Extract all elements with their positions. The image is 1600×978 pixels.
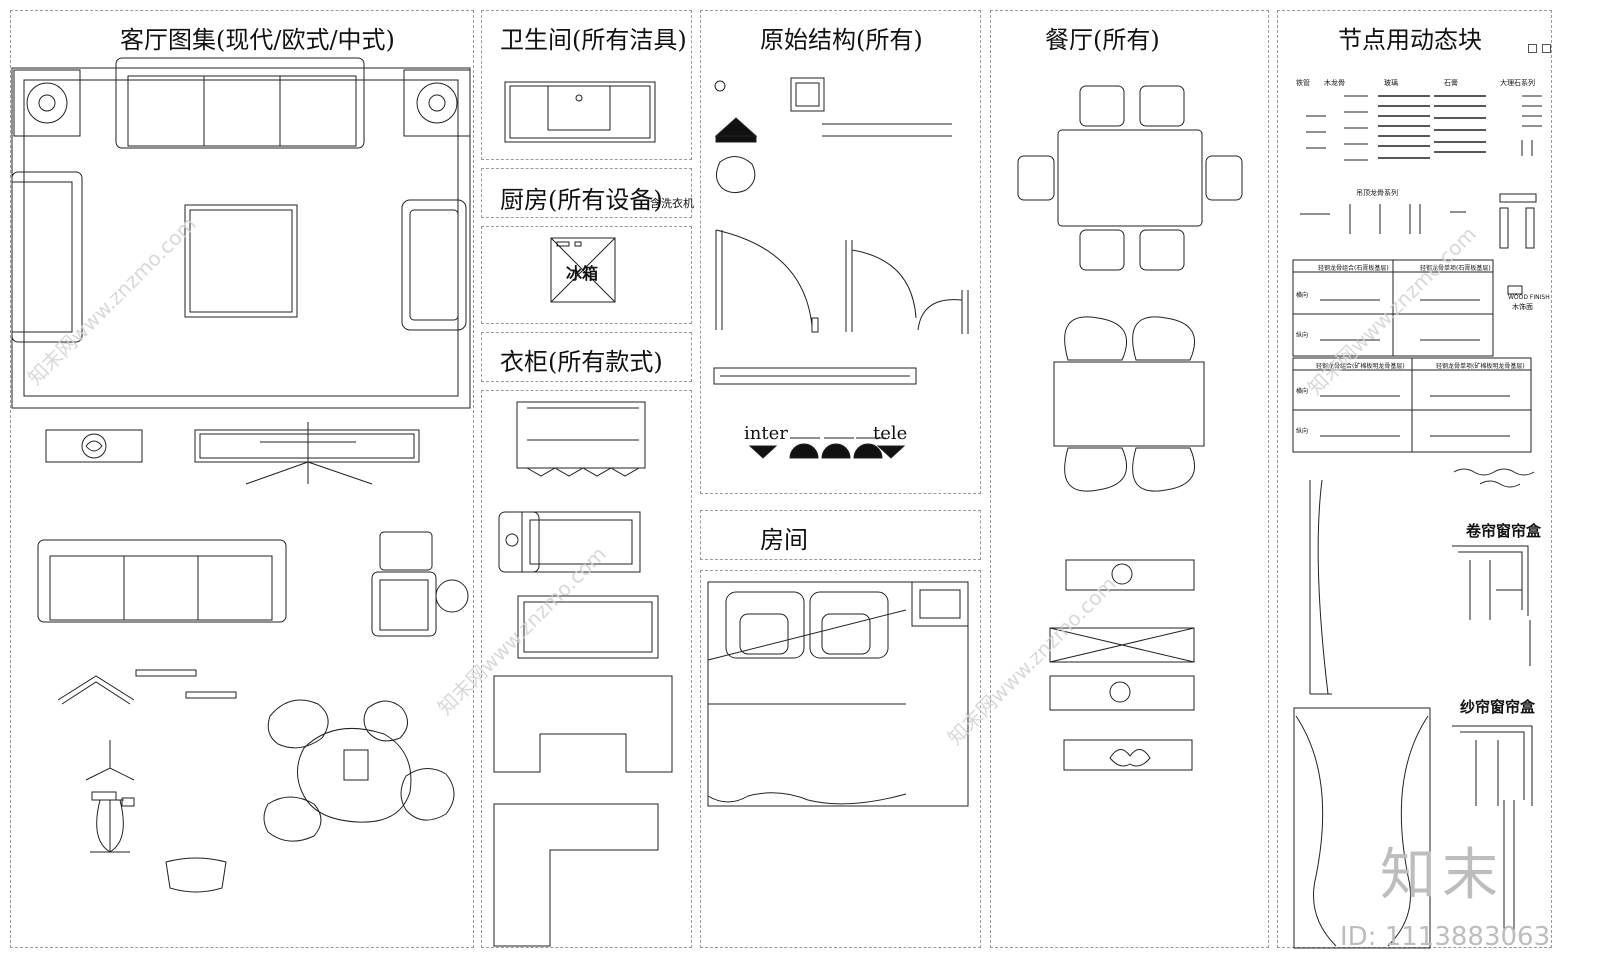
node-header-3: 玻璃 bbox=[1384, 79, 1398, 87]
table2-row-h: 横向 bbox=[1296, 388, 1309, 395]
tele-label: tele bbox=[873, 423, 908, 444]
nodes-title: 节点用动态块 bbox=[1338, 26, 1482, 54]
fridge-label: 冰箱 bbox=[566, 264, 599, 283]
table2-header-b: 轻钢龙骨单项(矿棉板明龙骨基层) bbox=[1436, 363, 1525, 370]
node-header-2: 木龙骨 bbox=[1324, 79, 1345, 87]
bath-vanity bbox=[504, 81, 656, 143]
panel-wardrobe-title bbox=[481, 332, 692, 382]
bath-title: 卫生间(所有洁具) bbox=[500, 26, 687, 54]
table2-header-a: 轻钢龙骨组合(矿棉板明龙骨基层) bbox=[1316, 363, 1405, 370]
ceiling-series-label: 吊顶龙骨系列 bbox=[1356, 189, 1398, 197]
table1-row-h: 横向 bbox=[1296, 292, 1309, 299]
table1-row-v: 纵向 bbox=[1296, 332, 1309, 339]
tv-cabinet bbox=[45, 422, 420, 485]
panel-kitchen bbox=[481, 226, 692, 324]
bed-block bbox=[707, 581, 969, 807]
panel-wardrobe bbox=[481, 390, 692, 948]
living-title: 客厅图集(现代/欧式/中式) bbox=[120, 26, 395, 54]
table1-header-a: 轻钢龙骨组合(石膏板基层) bbox=[1318, 265, 1389, 272]
dining-set bbox=[1017, 85, 1243, 771]
curtain-nodes bbox=[1293, 468, 1535, 949]
panel-room-title bbox=[700, 510, 981, 560]
sofa-2 bbox=[37, 531, 469, 637]
roller-label: 卷帘窗帘盒 bbox=[1466, 522, 1542, 540]
panel-dining bbox=[990, 10, 1269, 948]
wardrobe-title: 衣柜(所有款式) bbox=[500, 348, 663, 376]
node-header-5: 大理石系列 bbox=[1500, 79, 1535, 87]
misc-living bbox=[57, 669, 237, 893]
table1-header-b: 轻钢龙骨单项(石膏板基层) bbox=[1420, 265, 1491, 272]
node-header-4: 石膏 bbox=[1444, 79, 1458, 87]
node-legend bbox=[1292, 95, 1542, 453]
watermark-id: ID: 1113883063 bbox=[1340, 922, 1551, 952]
toggle-control-2[interactable] bbox=[1542, 44, 1551, 53]
wardrobe-blocks bbox=[493, 401, 673, 947]
structure-symbols bbox=[713, 77, 969, 459]
living-sofa-set bbox=[11, 57, 471, 409]
finish-cn-label: 木饰面 bbox=[1512, 303, 1533, 311]
panel-structure bbox=[700, 10, 981, 494]
kitchen-note: 含洗衣机 bbox=[650, 197, 694, 210]
watermark-logo: 知末 bbox=[1380, 843, 1504, 908]
panel-living bbox=[10, 10, 474, 948]
panel-bath bbox=[481, 10, 692, 160]
panel-kitchen-title bbox=[481, 168, 692, 218]
stone-table-set bbox=[263, 699, 455, 842]
structure-title: 原始结构(所有) bbox=[760, 26, 923, 54]
table2-row-v: 纵向 bbox=[1296, 428, 1309, 435]
inter-label: inter bbox=[744, 423, 788, 444]
toggle-control-1[interactable] bbox=[1528, 44, 1537, 53]
room-title: 房间 bbox=[760, 526, 808, 554]
node-header-1: 铁管 bbox=[1296, 79, 1310, 87]
kitchen-title: 厨房(所有设备) bbox=[500, 186, 663, 214]
sheer-label: 纱帘窗帘盒 bbox=[1460, 698, 1536, 716]
fridge-block bbox=[550, 237, 616, 303]
dining-title: 餐厅(所有) bbox=[1045, 26, 1160, 54]
panel-room bbox=[700, 570, 981, 948]
finish-label: WOOD FINISH bbox=[1508, 294, 1550, 301]
